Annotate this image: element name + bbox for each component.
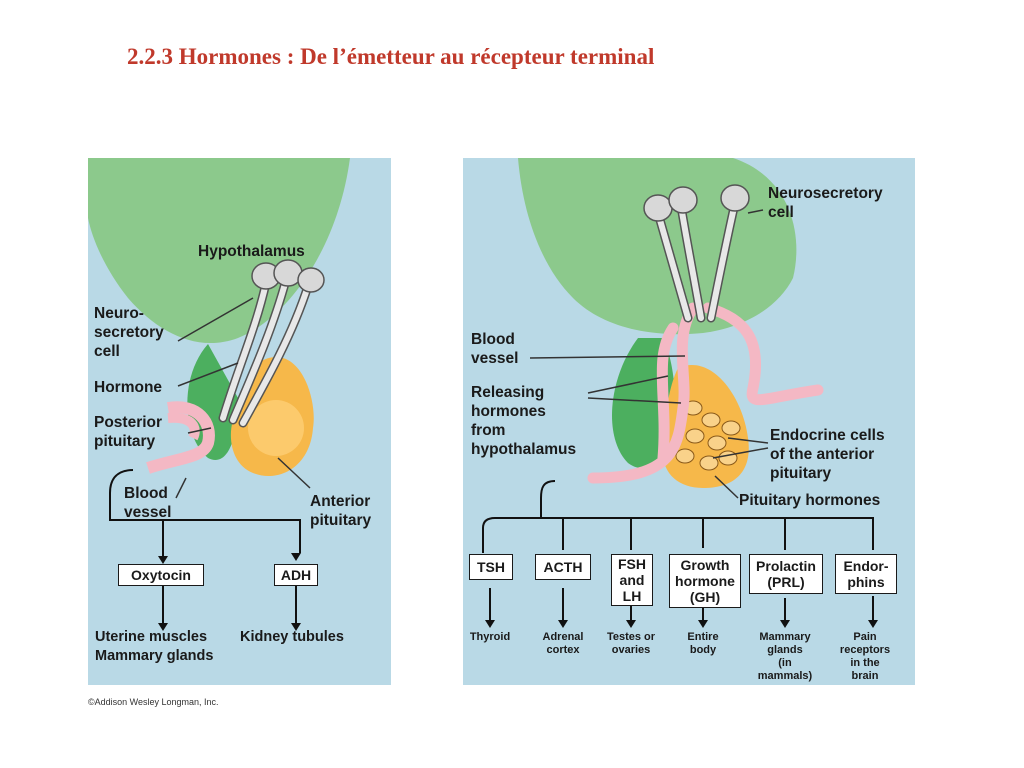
hormone-box-tsh: TSH xyxy=(469,554,513,580)
target-fsh-lh: Testes or ovaries xyxy=(606,631,656,656)
hormone-box-acth: ACTH xyxy=(535,554,591,580)
posterior-pituitary-label: Posterior pituitary xyxy=(94,414,163,450)
hormone-box-prolactin: Prolactin (PRL) xyxy=(749,554,823,594)
target-acth: Adrenal cortex xyxy=(542,631,584,656)
anterior-pituitary-illustration xyxy=(482,158,878,628)
posterior-pituitary-panel: Hypothalamus Neuro- secretory cell Hormo… xyxy=(88,158,391,685)
hormone-box-oxytocin: Oxytocin xyxy=(118,564,204,586)
target-oxytocin: Uterine muscles Mammary glands xyxy=(95,629,214,664)
posterior-pituitary-illustration xyxy=(88,158,350,631)
copyright-credit: ©Addison Wesley Longman, Inc. xyxy=(88,697,219,707)
target-adh: Kidney tubules xyxy=(240,629,344,645)
target-prolactin: Mammary glands (in mammals) xyxy=(757,631,813,682)
blood-vessel-label-right: Blood vessel xyxy=(471,331,519,367)
hormone-box-gh: Growth hormone (GH) xyxy=(669,554,741,608)
neurosecretory-cell-label-right: Neurosecretory cell xyxy=(768,185,883,221)
slide-title: 2.2.3 Hormones : De l’émetteur au récept… xyxy=(127,44,655,69)
hormone-box-endorphins: Endor- phins xyxy=(835,554,897,594)
releasing-hormones-label: Releasing hormones from hypothalamus xyxy=(471,384,577,458)
hypothalamus-label: Hypothalamus xyxy=(198,243,305,260)
hormone-box-adh: ADH xyxy=(274,564,318,586)
target-tsh: Thyroid xyxy=(469,631,511,643)
pituitary-hormones-label: Pituitary hormones xyxy=(739,492,881,509)
anterior-pituitary-label: Anterior pituitary xyxy=(310,493,372,529)
endocrine-cells-label: Endocrine cells of the anterior pituitar… xyxy=(770,427,885,482)
target-gh: Entire body xyxy=(687,631,719,656)
blood-vessel-label: Blood vessel xyxy=(124,485,172,521)
neurosecretory-cell-label: Neuro- secretory cell xyxy=(94,305,164,360)
anterior-pituitary-panel: Neurosecretory cell Blood vessel Releasi… xyxy=(463,158,915,685)
target-endorphins: Pain receptors in the brain xyxy=(839,631,891,682)
hormone-box-fsh-lh: FSH and LH xyxy=(611,554,653,606)
hormone-label: Hormone xyxy=(94,379,163,396)
